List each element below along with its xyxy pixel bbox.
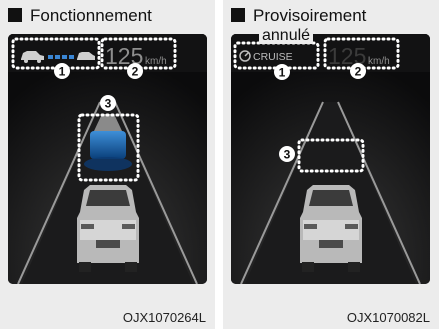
svg-text:1: 1 bbox=[59, 65, 66, 79]
title-square-icon bbox=[8, 8, 22, 22]
marker-1: 1 bbox=[274, 64, 290, 80]
cluster-display: CRUISE 125 km/h 1 2 3 bbox=[231, 34, 430, 284]
following-distance-icon bbox=[21, 51, 95, 63]
front-vehicle-detection bbox=[84, 114, 132, 171]
image-code: OJX1070264L bbox=[122, 310, 206, 325]
marker-box-2 bbox=[100, 37, 177, 70]
cluster-svg: 125 km/h 1 2 3 bbox=[8, 34, 207, 284]
marker-3: 3 bbox=[100, 95, 116, 111]
panel-operation: Fonctionnement bbox=[0, 0, 215, 329]
own-car-icon bbox=[77, 185, 139, 272]
cluster-display: 125 km/h 1 2 3 bbox=[8, 34, 207, 284]
panel-title: Fonctionnement bbox=[8, 6, 152, 26]
speed-unit: km/h bbox=[145, 56, 167, 67]
svg-text:2: 2 bbox=[132, 65, 139, 79]
panel-title-text: Fonctionnement bbox=[30, 6, 152, 25]
title-square-icon bbox=[231, 8, 245, 22]
panel-temporarily-cancelled: Provisoirement CRUISE 125 bbox=[223, 0, 439, 329]
cruise-label: CRUISE bbox=[253, 51, 293, 63]
image-code: OJX1070082L bbox=[346, 310, 430, 325]
marker-box-3 bbox=[77, 113, 140, 182]
panel-subtitle: annulé bbox=[259, 27, 314, 44]
marker-2: 2 bbox=[127, 63, 143, 79]
marker-1: 1 bbox=[54, 63, 70, 79]
speed-unit: km/h bbox=[368, 56, 390, 67]
marker-2: 2 bbox=[350, 63, 366, 79]
svg-text:1: 1 bbox=[279, 66, 286, 80]
panel-title: Provisoirement bbox=[231, 6, 366, 26]
svg-text:3: 3 bbox=[105, 97, 112, 111]
cluster-svg: CRUISE 125 km/h 1 2 3 bbox=[231, 34, 430, 284]
marker-3: 3 bbox=[279, 146, 295, 162]
cruise-indicator: CRUISE bbox=[239, 50, 293, 63]
panel-divider bbox=[215, 0, 223, 329]
marker-box-2 bbox=[323, 37, 400, 70]
svg-text:3: 3 bbox=[284, 148, 291, 162]
own-car-icon bbox=[300, 185, 362, 272]
panel-title-text: Provisoirement bbox=[253, 6, 367, 25]
marker-box-3 bbox=[297, 138, 365, 173]
svg-text:2: 2 bbox=[355, 65, 362, 79]
